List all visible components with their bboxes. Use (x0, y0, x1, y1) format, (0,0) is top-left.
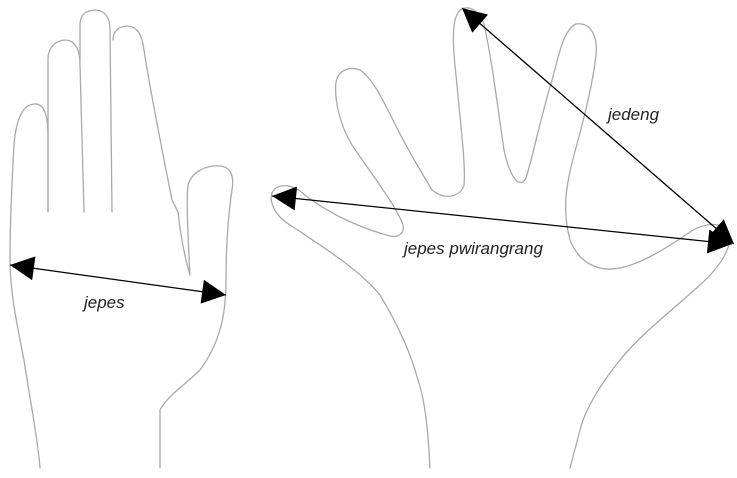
jepes-label: jepes (84, 294, 125, 311)
jepes-pwirangrang-label: jepes pwirangrang (404, 240, 543, 257)
jepes-arrow (10, 265, 226, 295)
jedeng-arrow (462, 8, 734, 244)
left-hand-outline (10, 10, 233, 468)
right-hand-outline (271, 8, 729, 468)
jedeng-label: jedeng (608, 106, 659, 123)
jepes-pwirangrang-arrow (272, 196, 732, 244)
